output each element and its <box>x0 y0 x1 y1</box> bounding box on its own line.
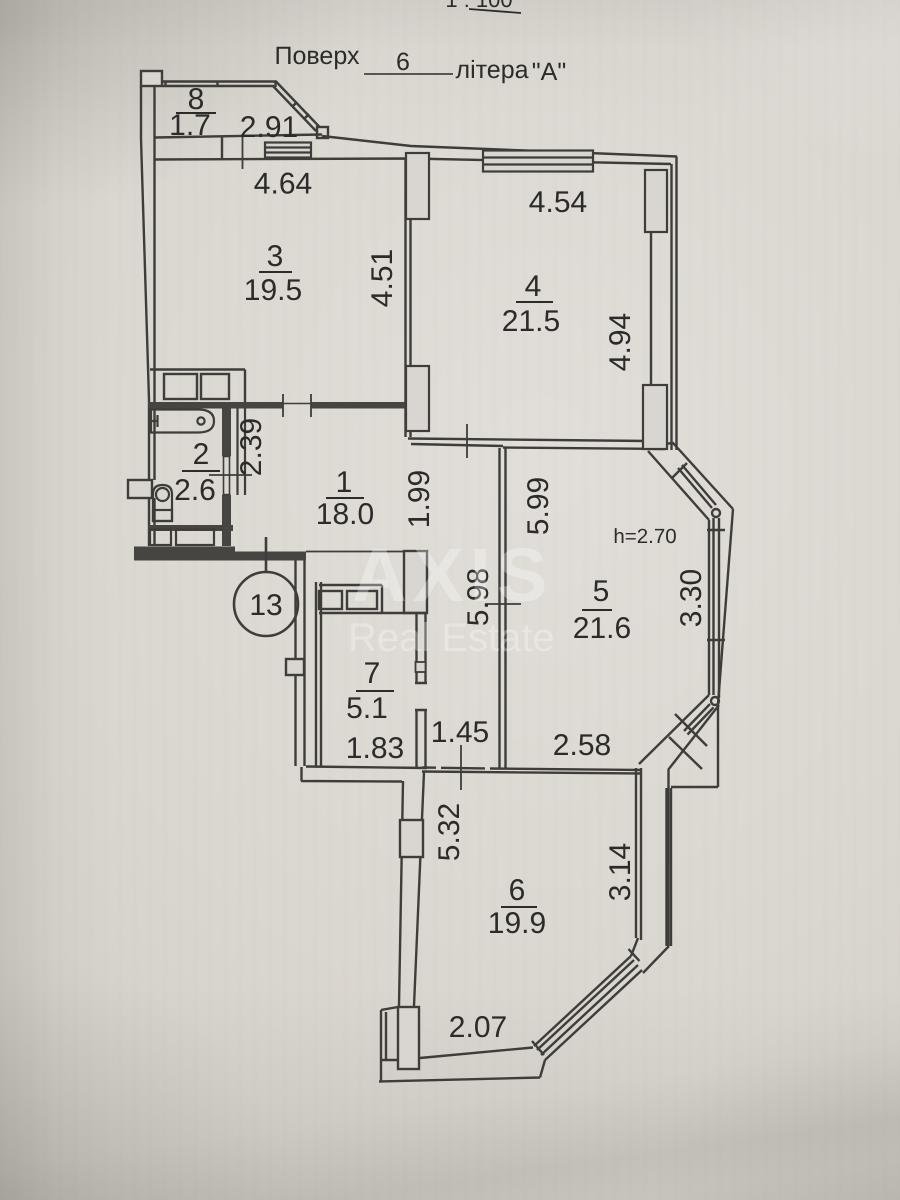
svg-text:5.99: 5.99 <box>522 477 555 535</box>
svg-text:7: 7 <box>364 657 381 690</box>
svg-text:"А": "А" <box>532 58 566 86</box>
svg-text:2.39: 2.39 <box>235 418 268 476</box>
svg-text:1.7: 1.7 <box>169 109 211 142</box>
svg-text:2.58: 2.58 <box>553 729 611 762</box>
svg-text:1.83: 1.83 <box>346 732 404 765</box>
svg-text:4.94: 4.94 <box>604 313 637 371</box>
svg-text:4.51: 4.51 <box>366 249 399 307</box>
svg-text:3: 3 <box>267 240 284 273</box>
svg-text:5.1: 5.1 <box>346 692 388 725</box>
svg-text:1.45: 1.45 <box>431 716 489 749</box>
svg-text:18.0: 18.0 <box>316 498 374 531</box>
svg-text:1: 1 <box>336 466 353 499</box>
svg-text:Поверх: Поверх <box>275 42 360 70</box>
svg-text:13: 13 <box>249 589 282 622</box>
svg-text:літера: літера <box>455 56 528 84</box>
svg-text:8: 8 <box>188 83 205 116</box>
svg-text:19.9: 19.9 <box>488 907 546 940</box>
svg-text:3.14: 3.14 <box>604 843 637 901</box>
svg-text:2: 2 <box>193 438 210 471</box>
svg-text:3.30: 3.30 <box>675 569 708 627</box>
svg-text:19.5: 19.5 <box>244 274 302 307</box>
svg-text:21.6: 21.6 <box>573 612 631 645</box>
svg-text:4: 4 <box>525 270 542 303</box>
svg-text:4.64: 4.64 <box>254 168 312 201</box>
svg-text:21.5: 21.5 <box>502 305 560 338</box>
svg-text:2.6: 2.6 <box>174 474 216 507</box>
svg-text:2.07: 2.07 <box>449 1011 507 1044</box>
svg-text:h=2.70: h=2.70 <box>613 525 676 548</box>
svg-text:5: 5 <box>593 575 610 608</box>
svg-text:2.91: 2.91 <box>240 111 298 144</box>
svg-text:Real Estate: Real Estate <box>348 616 555 660</box>
svg-text:5.98: 5.98 <box>462 568 495 626</box>
svg-text:AXIS: AXIS <box>352 533 553 618</box>
svg-text:6: 6 <box>396 48 410 76</box>
svg-text:5.32: 5.32 <box>433 803 466 861</box>
svg-text:4.54: 4.54 <box>529 186 587 219</box>
svg-text:6: 6 <box>509 874 526 907</box>
svg-text:1 : 100: 1 : 100 <box>445 0 512 12</box>
svg-text:1.99: 1.99 <box>403 470 436 528</box>
